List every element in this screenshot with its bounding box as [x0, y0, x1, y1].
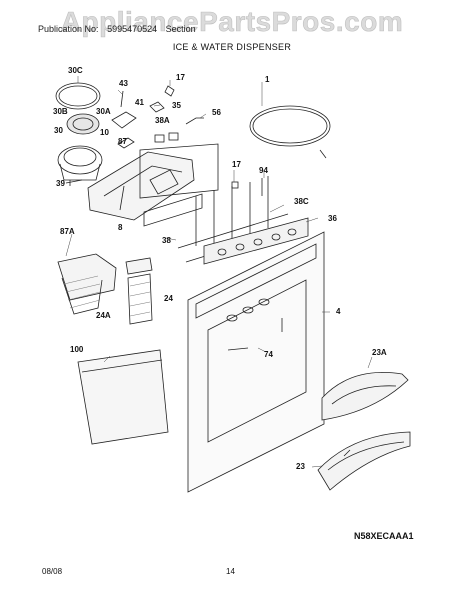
part-100-liner[interactable] — [77, 349, 169, 445]
label-30: 30 — [54, 126, 63, 135]
part-24a-chute[interactable] — [57, 253, 117, 315]
publication-label: Publication No: — [38, 24, 99, 34]
label-23a: 23A — [372, 348, 387, 357]
part-24-door[interactable] — [125, 257, 153, 325]
footer-page-number: 14 — [226, 567, 235, 576]
label-30b: 30B — [53, 107, 68, 116]
part-frame-plate[interactable] — [139, 143, 219, 199]
part-35-switch[interactable] — [149, 101, 165, 113]
label-87a: 87A — [60, 227, 75, 236]
part-43-screw[interactable] — [120, 90, 124, 108]
label-56: 56 — [212, 108, 221, 117]
part-41-bracket[interactable] — [111, 111, 137, 129]
part-1-water-tube[interactable] — [249, 105, 331, 159]
label-100: 100 — [70, 345, 84, 354]
label-35: 35 — [172, 101, 181, 110]
watermark: AppliancePartsPros.com — [60, 6, 404, 38]
part-38a-switch[interactable] — [154, 134, 165, 143]
part-56-wire[interactable] — [185, 117, 204, 125]
label-94: 94 — [259, 166, 268, 175]
part-8-housing[interactable] — [87, 151, 195, 221]
label-4: 4 — [336, 307, 341, 316]
figure-code: N58XECAAA1 — [354, 531, 414, 541]
label-23: 23 — [296, 462, 305, 471]
label-1: 1 — [265, 75, 270, 84]
part-30b-cup[interactable] — [66, 113, 100, 135]
part-23-drip-tray[interactable] — [317, 431, 411, 491]
part-39-lead — [65, 179, 83, 184]
label-24a: 24A — [96, 311, 111, 320]
part-17-clip-b[interactable] — [231, 181, 239, 189]
label-17b: 17 — [232, 160, 241, 169]
label-38: 38 — [162, 236, 171, 245]
part-30c-gasket[interactable] — [55, 82, 101, 110]
part-36-control-panel[interactable] — [203, 217, 309, 265]
label-30c: 30C — [68, 66, 83, 75]
page-title: ICE & WATER DISPENSER — [172, 42, 292, 52]
part-4-front-panel[interactable] — [187, 231, 325, 493]
section-label: Section — [165, 24, 196, 34]
publication-number: 5995470524 — [107, 24, 158, 34]
label-10: 10 — [100, 128, 109, 137]
label-38a: 38A — [155, 116, 170, 125]
label-8: 8 — [118, 223, 123, 232]
part-17-clip[interactable] — [164, 85, 175, 97]
label-87: 87 — [118, 137, 127, 146]
label-17a: 17 — [176, 73, 185, 82]
label-74: 74 — [264, 350, 273, 359]
part-23a-tray[interactable] — [321, 372, 409, 421]
label-38c: 38C — [294, 197, 309, 206]
header-line: Publication No: 5995470524 Section — [38, 24, 202, 34]
part-87-actuator[interactable] — [117, 137, 135, 149]
label-43: 43 — [119, 79, 128, 88]
label-30a: 30A — [96, 107, 111, 116]
label-24: 24 — [164, 294, 173, 303]
label-36: 36 — [328, 214, 337, 223]
leader-lines — [65, 76, 373, 468]
label-41: 41 — [135, 98, 144, 107]
label-39: 39 — [56, 179, 65, 188]
footer-date: 08/08 — [42, 567, 63, 576]
